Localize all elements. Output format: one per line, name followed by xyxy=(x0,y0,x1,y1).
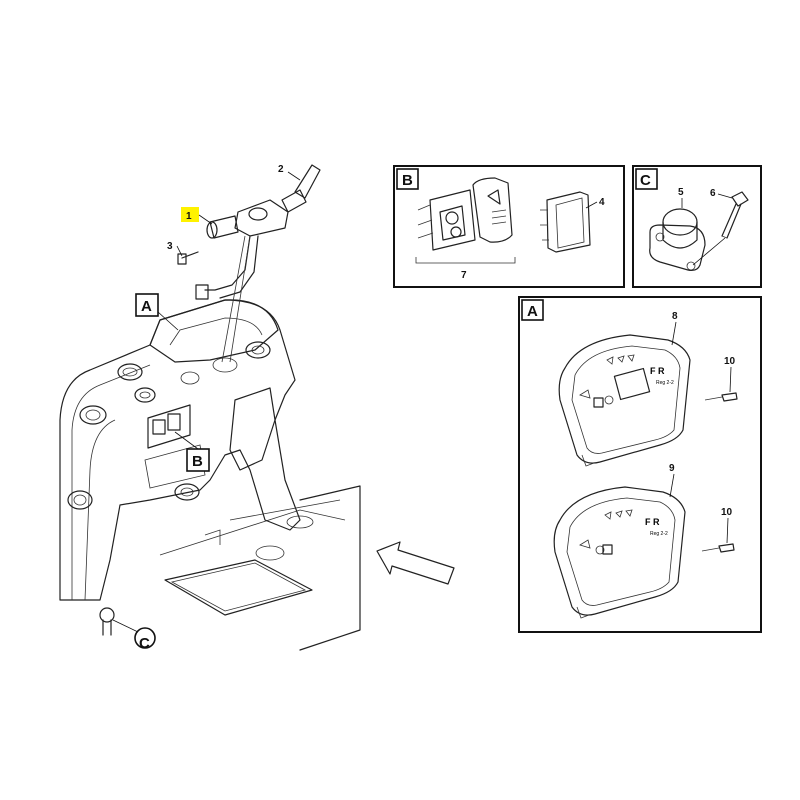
view-tag-c-main: C xyxy=(112,619,156,652)
callout-10-top: 10 xyxy=(724,356,736,367)
callout-4: 4 xyxy=(599,197,605,208)
callout-7: 7 xyxy=(461,270,467,281)
detail-a-panel: A F R Reg 2-2 8 10 F R xyxy=(518,296,762,633)
detail-b-tag: B xyxy=(402,172,413,189)
callout-2: 2 xyxy=(278,164,284,175)
callout-1: 1 xyxy=(186,211,192,222)
callout-9: 9 xyxy=(669,463,675,474)
callout-5: 5 xyxy=(678,187,684,198)
instrument-cluster-8: F R Reg 2-2 xyxy=(558,334,691,467)
instrument-cluster-9: F R Reg 2-2 xyxy=(553,486,686,619)
detail-b-panel: B 7 4 xyxy=(393,165,625,288)
column-switch-assembly xyxy=(177,164,321,363)
detail-a-tag: A xyxy=(527,303,538,320)
main-dashboard-drawing xyxy=(59,299,361,651)
cluster-8-reg-text: Reg 2-2 xyxy=(656,380,674,386)
callout-6: 6 xyxy=(710,188,716,199)
cluster-9-fr-text: F R xyxy=(645,517,660,527)
main-callouts: 1 2 3 xyxy=(167,164,301,257)
cluster-8-fr-text: F R xyxy=(650,366,665,376)
svg-text:A: A xyxy=(141,298,152,315)
detail-c-tag: C xyxy=(640,172,651,189)
svg-text:C: C xyxy=(139,635,150,652)
cluster-9-reg-text: Reg 2-2 xyxy=(650,531,668,537)
view-tag-b-main: B xyxy=(174,431,210,472)
round-gauges xyxy=(67,341,271,510)
pointing-arrow-icon xyxy=(376,541,455,585)
callout-8: 8 xyxy=(672,311,678,322)
svg-text:B: B xyxy=(192,453,203,470)
view-tag-a-main: A xyxy=(135,293,179,331)
highlight-marker xyxy=(181,207,199,222)
detail-c-panel: C 5 6 xyxy=(632,165,762,288)
callout-3: 3 xyxy=(167,241,173,252)
callout-10-bottom: 10 xyxy=(721,507,733,518)
